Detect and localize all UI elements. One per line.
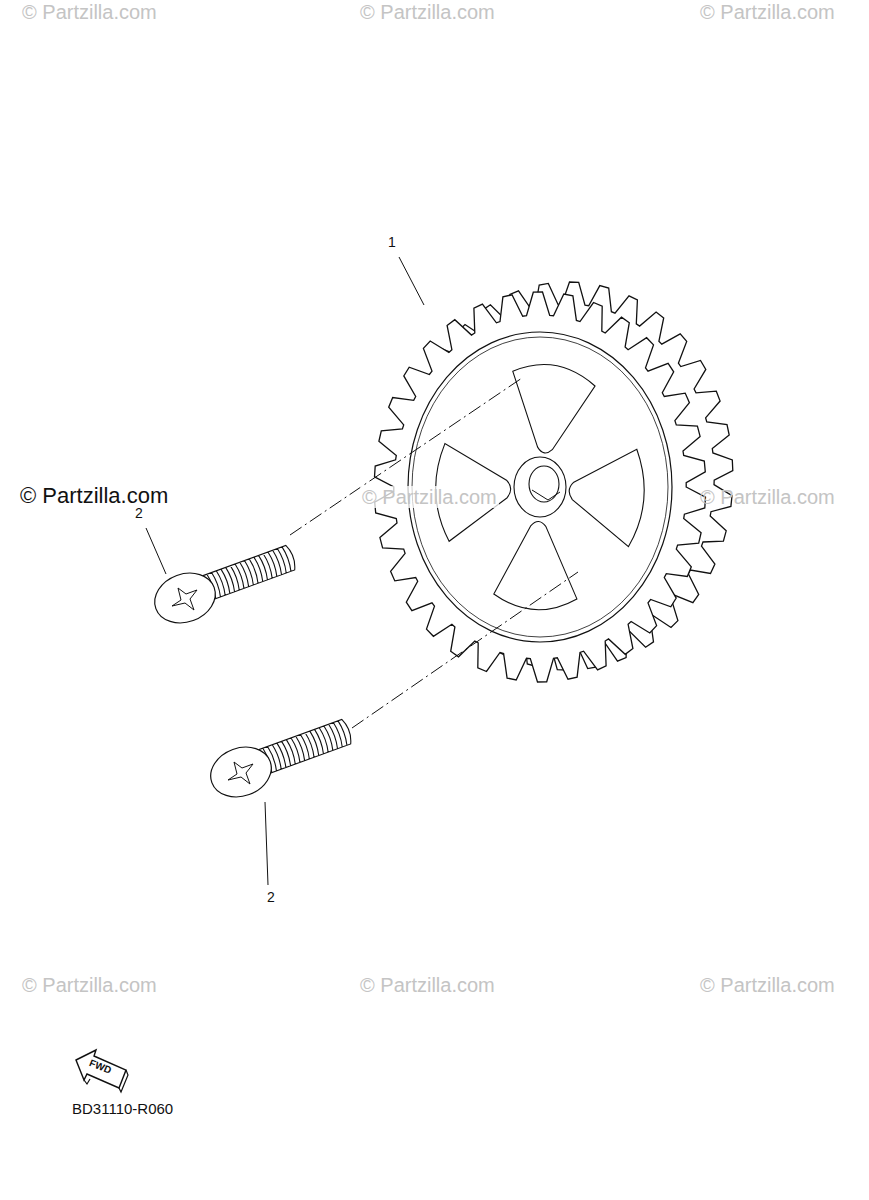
callout-number: 2 (267, 890, 275, 905)
gear-shaft (529, 466, 559, 502)
watermark: © Partzilla.com (360, 1, 495, 23)
gear-window (494, 521, 577, 609)
fwd-arrow (76, 1050, 126, 1088)
gear-window (513, 365, 595, 453)
screw-head (148, 565, 223, 631)
center-line (290, 378, 522, 535)
watermark: © Partzilla.com (360, 974, 495, 996)
center-line (352, 572, 578, 728)
watermark: © Partzilla.com (20, 484, 168, 508)
phillips-cross (228, 762, 253, 784)
gear-window (569, 449, 644, 546)
gear-shaft-end (532, 490, 560, 500)
watermark: © Partzilla.com (22, 1, 157, 23)
leader-line (399, 257, 424, 305)
watermark: © Partzilla.com (700, 486, 835, 508)
gear-hub (514, 457, 566, 517)
phillips-cross (172, 588, 197, 610)
watermark: © Partzilla.com (360, 486, 499, 508)
watermark: © Partzilla.com (700, 1, 835, 23)
watermark: © Partzilla.com (22, 974, 157, 996)
callout-number: 2 (135, 506, 143, 521)
diagram-code: BD31110-R060 (72, 1101, 173, 1118)
callout-number: 1 (388, 235, 396, 250)
watermark: © Partzilla.com (700, 974, 835, 996)
leader-line (146, 528, 166, 574)
screw-head (204, 739, 279, 805)
leader-line (265, 802, 268, 885)
